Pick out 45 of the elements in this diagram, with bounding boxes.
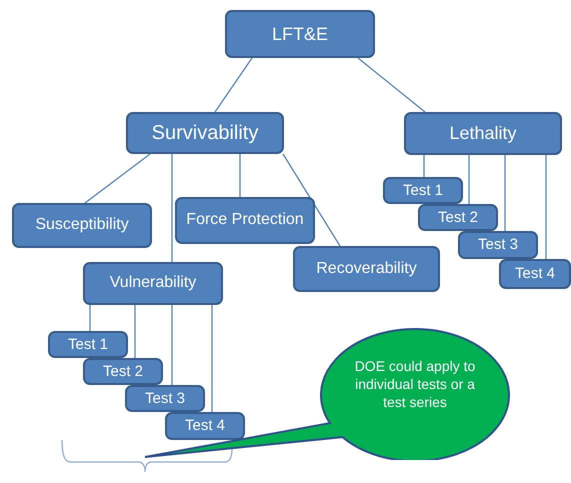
connector-line <box>239 154 241 197</box>
process-box <box>125 385 205 412</box>
process-box <box>126 112 284 154</box>
process-box <box>225 10 375 58</box>
connector-line <box>423 155 425 177</box>
box-label: Test 1 <box>402 182 444 200</box>
connector-line <box>282 154 341 246</box>
connector-line <box>171 154 173 262</box>
box-label: Recoverability <box>316 260 417 278</box>
process-box <box>458 231 538 259</box>
connector-line <box>134 305 136 358</box>
box-label: Lethality <box>449 123 517 144</box>
box-label: Test 4 <box>184 417 226 435</box>
box-label: Test 3 <box>478 236 518 254</box>
connector-line <box>468 155 470 204</box>
connector-line <box>84 154 150 204</box>
box-label: Force Protection <box>186 211 304 230</box>
box-label: Vulnerability <box>110 274 196 293</box>
process-box <box>293 246 440 292</box>
process-box <box>404 112 562 155</box>
box-label: Test 4 <box>514 265 556 283</box>
box-label: Survivability <box>152 122 258 144</box>
process-box <box>175 197 315 244</box>
box-label: Susceptibility <box>35 216 129 235</box>
connector-line <box>89 305 91 331</box>
connector-line <box>504 155 506 231</box>
process-box <box>83 262 223 305</box>
box-label: Test 1 <box>68 336 108 354</box>
box-label: Test 2 <box>438 208 478 226</box>
process-box <box>165 412 245 440</box>
connector-line <box>214 58 252 112</box>
connector-line <box>211 305 213 412</box>
connector-line <box>358 58 426 112</box>
process-box <box>48 331 128 358</box>
box-label: Test 3 <box>144 390 186 408</box>
box-label: Test 2 <box>102 362 144 380</box>
box-label: LFT&E <box>272 24 328 44</box>
callout-text: DOE could apply to individual tests or a test series <box>354 357 476 412</box>
connector-line <box>545 155 547 259</box>
connector-line <box>171 305 173 385</box>
process-box <box>383 177 463 204</box>
process-box <box>12 203 152 248</box>
process-box <box>499 259 571 289</box>
process-box <box>418 204 498 231</box>
process-box <box>83 358 163 385</box>
